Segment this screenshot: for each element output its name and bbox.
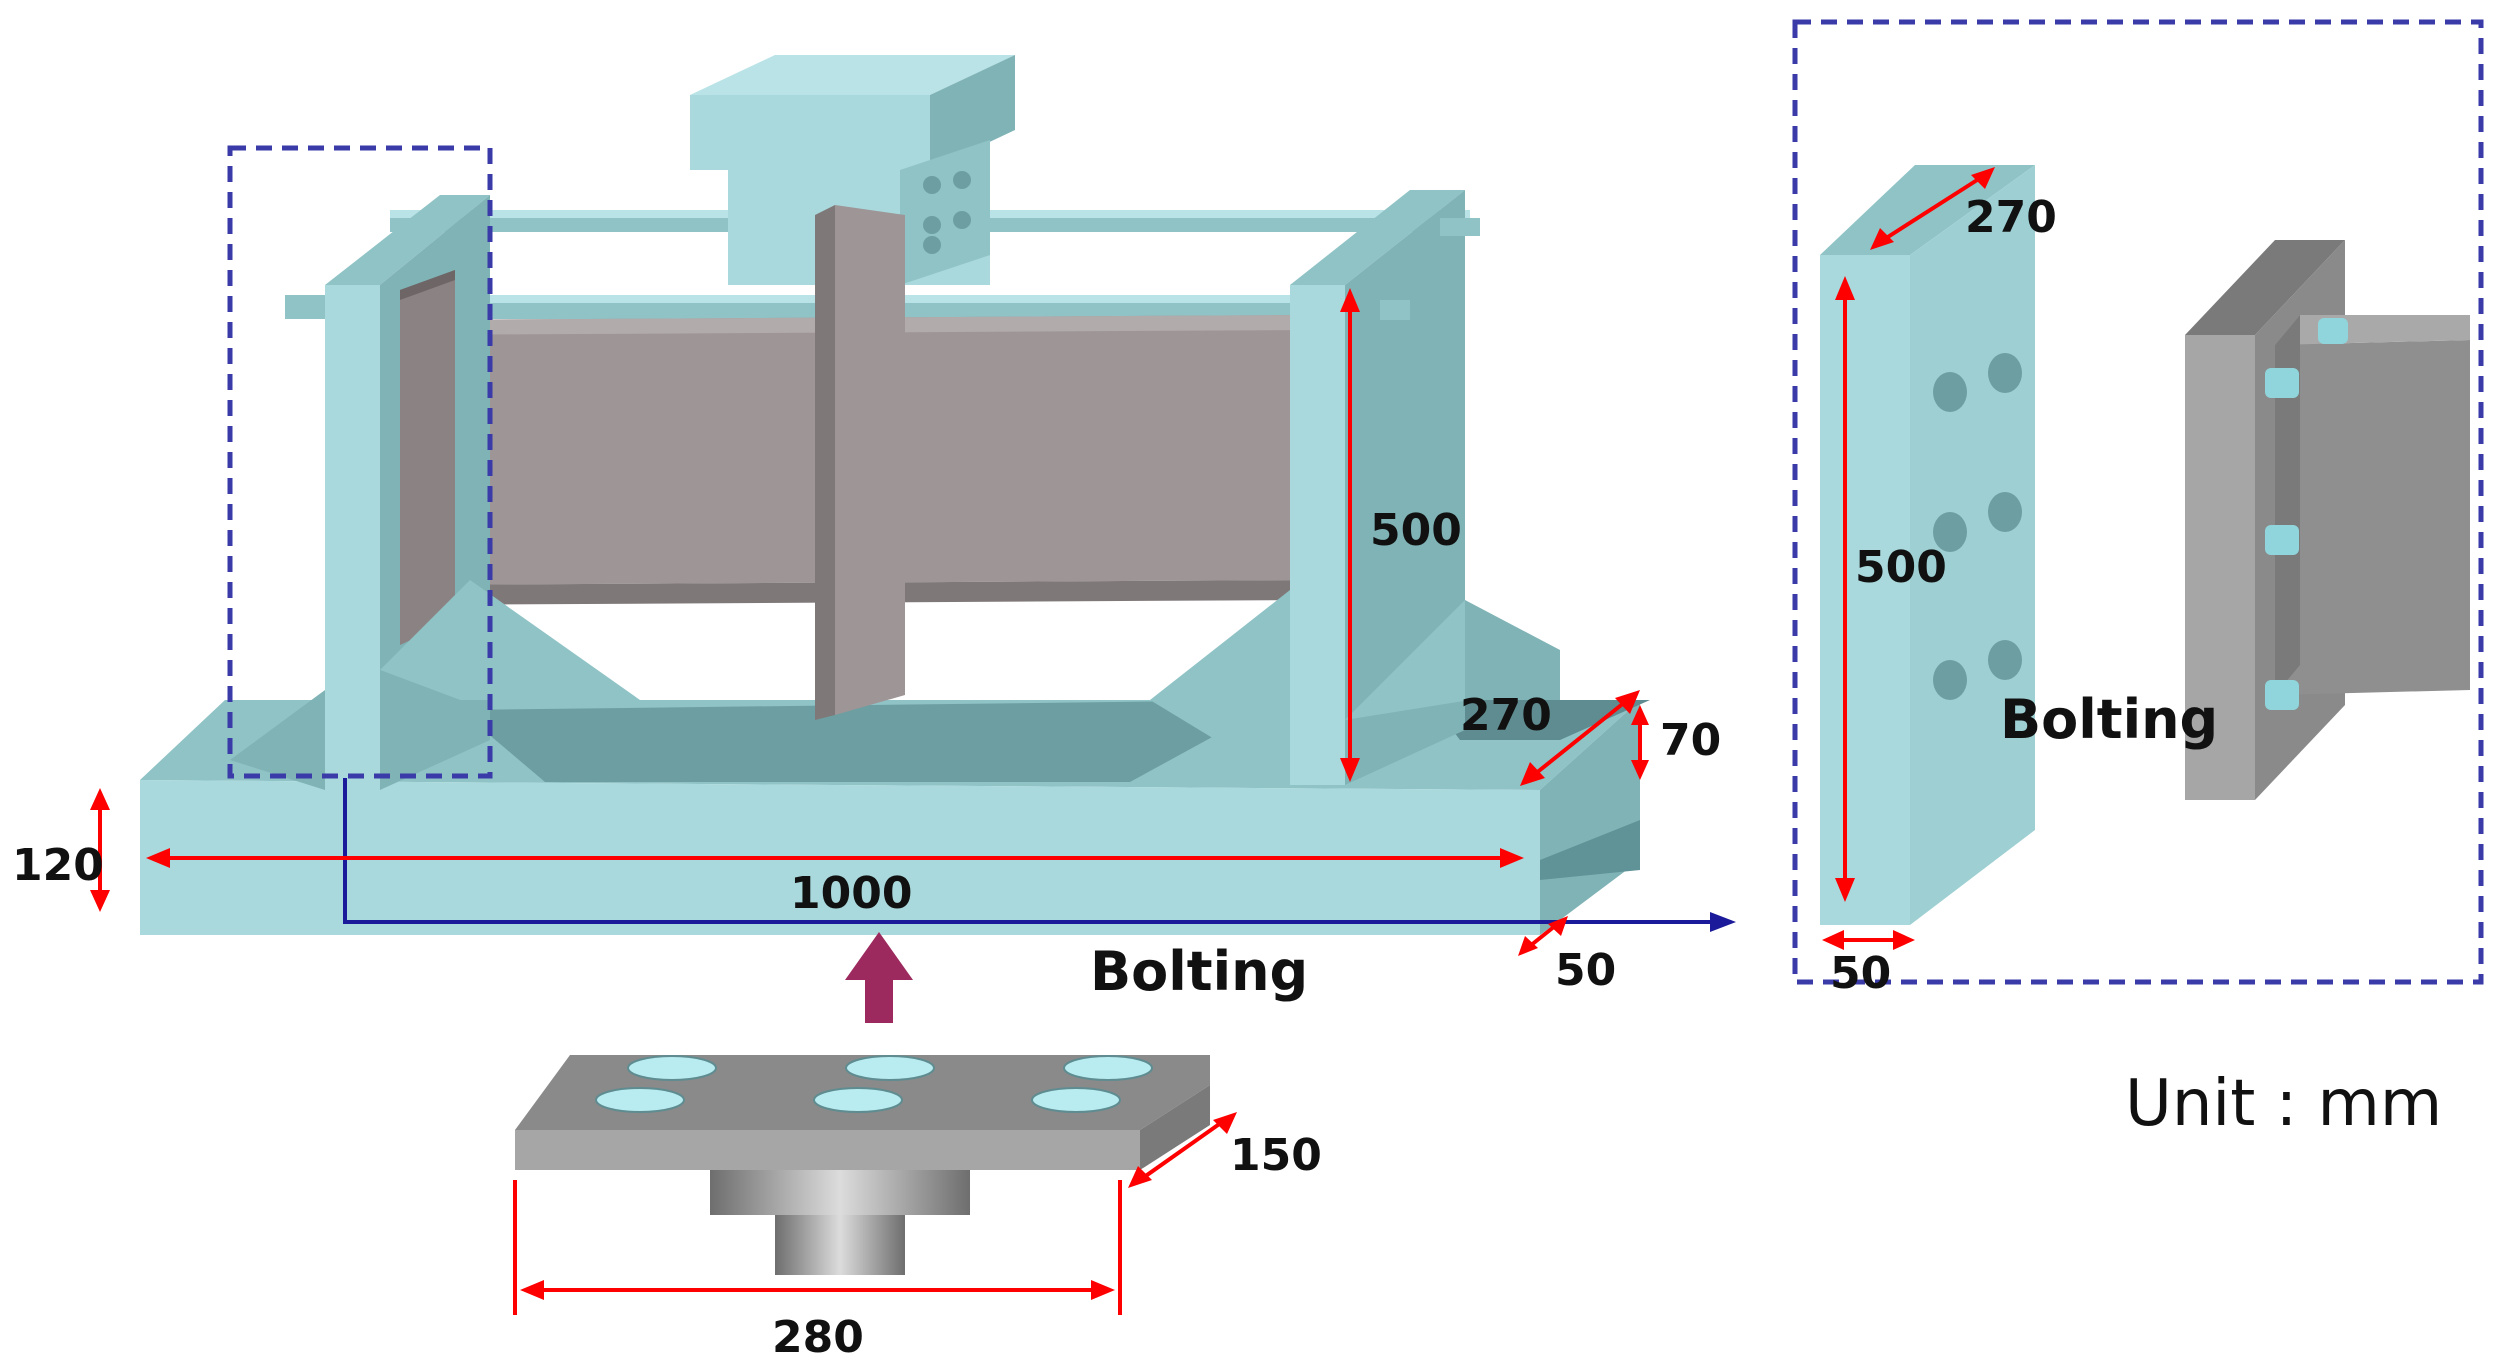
dim-280: 280 (772, 1312, 864, 1362)
dim-1000: 1000 (790, 868, 912, 919)
plate-dimension-lines (513, 1112, 1237, 1315)
rod-end (285, 295, 325, 319)
dim-70: 70 (1660, 715, 1721, 766)
detail-bolt-heads (2265, 318, 2348, 710)
bolting-leader-arrowhead (1710, 912, 1736, 932)
left-column (230, 195, 640, 790)
detail-column (1820, 165, 2035, 925)
dim-150: 150 (1230, 1130, 1322, 1181)
unit-label: Unit : mm (2125, 1067, 2442, 1141)
loading-blade (815, 205, 905, 720)
detail-connection (2185, 240, 2470, 800)
detail-dashed-box (1792, 19, 2484, 985)
dim-50-detail: 50 (1830, 948, 1891, 999)
load-arrow (845, 932, 913, 1023)
left-detail-dashed-box (227, 145, 493, 779)
bolting-leader-line (343, 778, 1720, 924)
loading-head (690, 55, 1015, 285)
main-dimension-lines (90, 288, 1649, 956)
dim-270-base: 270 (1460, 690, 1552, 741)
detail-bolt-holes (1933, 353, 2022, 700)
dim-500-main: 500 (1370, 505, 1462, 556)
bolting-label-main: Bolting (1090, 940, 1308, 1003)
detail-dimension-lines (1822, 167, 1995, 950)
dim-270-detail: 270 (1965, 192, 2057, 243)
dim-50-base: 50 (1555, 945, 1616, 996)
rod-end (1380, 300, 1410, 320)
bottom-plate (515, 1055, 1210, 1275)
dim-120: 120 (12, 840, 104, 891)
dim-500-detail: 500 (1855, 542, 1947, 593)
main-fixture (140, 55, 1650, 935)
bolting-label-detail: Bolting (2000, 688, 2218, 751)
plate-holes (595, 1055, 1153, 1113)
rod-end (1440, 218, 1480, 236)
right-column (1150, 190, 1560, 785)
